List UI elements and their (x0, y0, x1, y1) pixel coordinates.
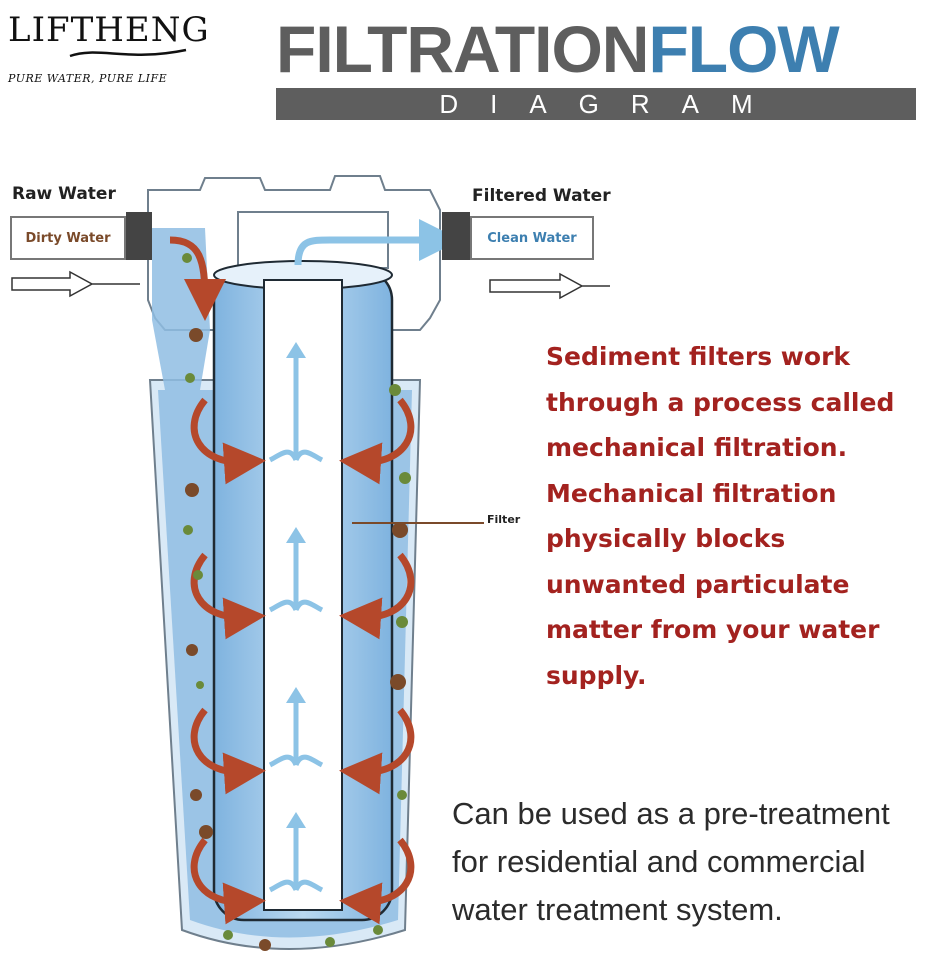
title-main: FILTRATIONFLOW (276, 16, 916, 82)
inlet-flow-arrow (169, 236, 226, 321)
title-main-dark: FILTRATION (276, 12, 649, 86)
sediment-particles (182, 253, 411, 951)
sediment-flow-arrows (190, 397, 415, 925)
note-line: water treatment system. (452, 892, 783, 927)
note-line: for residential and commercial (452, 844, 866, 879)
description-line: physically blocks (546, 524, 786, 553)
inlet-direction-arrow (11, 270, 140, 298)
title-subtitle: DIAGRAM (439, 88, 785, 119)
usage-note: Can be used as a pre-treatment for resid… (452, 790, 942, 934)
description-line: Mechanical filtration (546, 478, 837, 508)
centre-up-arrowheads (286, 342, 306, 828)
filter-cartridge (212, 260, 394, 922)
inlet-connector (126, 212, 152, 260)
outlet-direction-arrow (489, 272, 610, 300)
description-line: unwanted particulate (546, 569, 850, 599)
brand-tagline: PURE WATER, PURE LIFE (8, 72, 168, 85)
description-line: supply. (546, 660, 647, 690)
description-line: through a process called (546, 387, 895, 417)
outlet-connector (442, 212, 470, 260)
page-title: FILTRATIONFLOW DIAGRAM (276, 16, 916, 120)
title-bar: DIAGRAM (276, 88, 916, 120)
raw-water-label: Raw Water (12, 184, 116, 204)
description-line: matter from your water (546, 615, 880, 644)
clean-water-box: Clean Water (470, 216, 594, 260)
note-line: Can be used as a pre-treatment (452, 796, 890, 831)
brand-name: LIFTHENG (8, 10, 210, 50)
centre-up-arrows (268, 350, 324, 893)
description-line: mechanical filtration. (546, 433, 848, 462)
dirty-water-box: Dirty Water (10, 216, 126, 260)
filter-label: Filter (487, 513, 521, 526)
brand-logo: LIFTHENG PURE WATER, PURE LIFE (8, 10, 210, 85)
wave-icon (69, 48, 187, 58)
title-main-blue: FLOW (648, 12, 839, 86)
filtered-water-label: Filtered Water (472, 186, 611, 206)
clean-flow-arrow (294, 219, 461, 266)
description-line: Sediment filters work (546, 342, 851, 371)
description-text: Sediment filters work through a process … (546, 334, 941, 698)
inlet-water-column (152, 228, 210, 390)
